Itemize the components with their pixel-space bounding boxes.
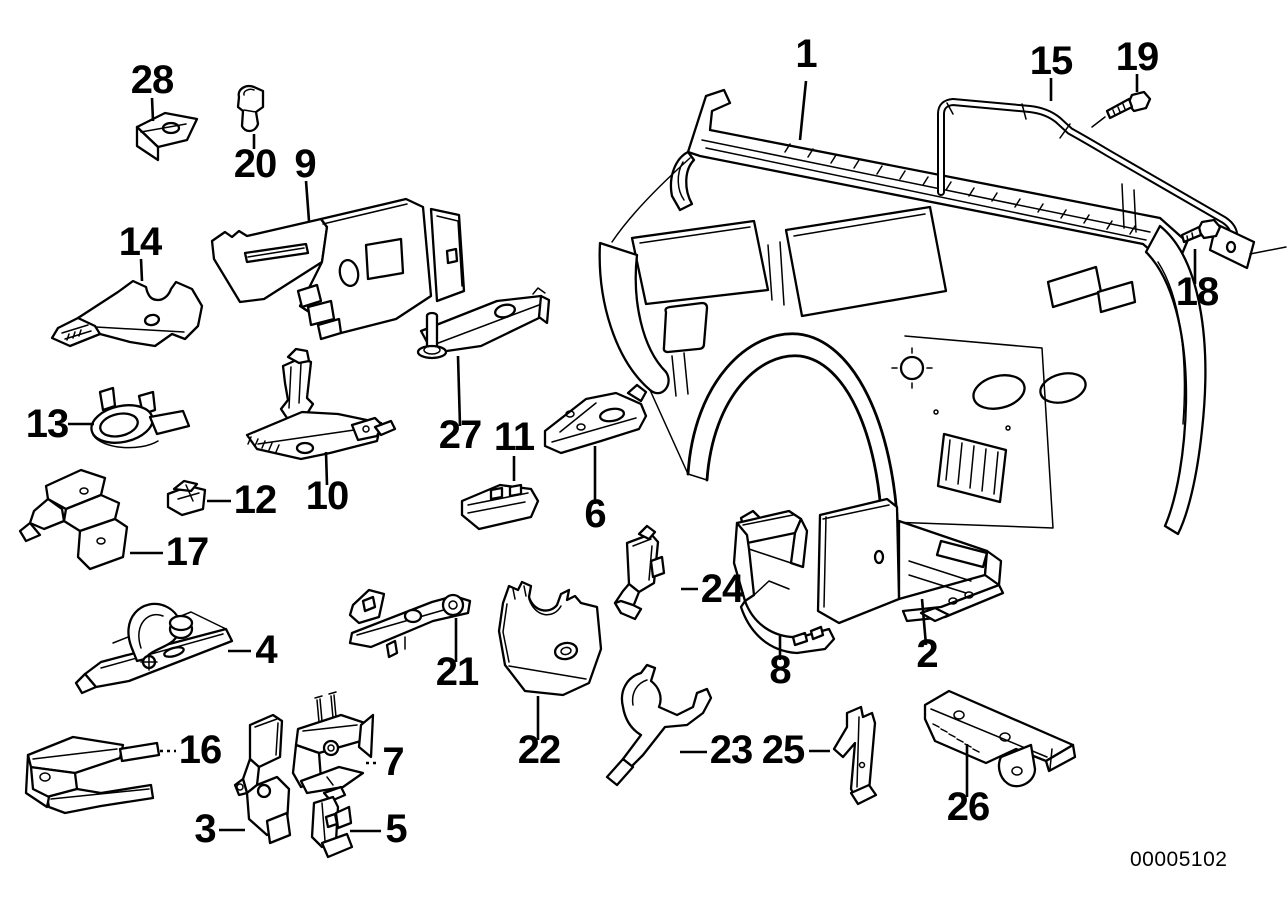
- part-1-dash-panel-drawing: [598, 88, 1207, 536]
- diagram-code: 00005102: [1130, 848, 1227, 871]
- part-21-drawing: [348, 588, 472, 659]
- callout-label-25: 25: [762, 728, 805, 772]
- part-14-drawing: [50, 279, 204, 348]
- part-10-drawing: [245, 347, 397, 461]
- callout-label-8: 8: [769, 648, 791, 692]
- part-12-drawing: [166, 479, 207, 517]
- callout-label-18: 18: [1176, 270, 1219, 314]
- part-11-drawing: [460, 483, 540, 531]
- callout-leader-14: [139, 258, 144, 282]
- part-28-drawing: [135, 111, 199, 162]
- callout-leader-9: [304, 180, 311, 222]
- callout-label-11: 11: [494, 415, 535, 459]
- part-7-drawing: [291, 691, 375, 795]
- callout-label-20: 20: [234, 142, 277, 186]
- callout-label-28: 28: [131, 58, 174, 102]
- part-3-drawing: [233, 713, 292, 845]
- part-15-pipe-drawing: [937, 98, 1287, 270]
- part-16-drawing: [24, 735, 161, 815]
- callout-label-24: 24: [701, 567, 745, 611]
- callout-label-19: 19: [1116, 35, 1159, 79]
- callout-label-17: 17: [166, 530, 209, 574]
- callout-label-3: 3: [194, 807, 215, 851]
- part-25-drawing: [832, 705, 878, 806]
- callout-label-16: 16: [179, 728, 222, 772]
- callout-label-10: 10: [306, 474, 349, 518]
- callout-label-5: 5: [385, 807, 407, 851]
- part-18-screw-drawing: [1180, 218, 1222, 244]
- callout-label-7: 7: [382, 740, 403, 784]
- part-23-drawing: [605, 663, 713, 787]
- callout-label-26: 26: [947, 785, 990, 829]
- callout-label-6: 6: [584, 492, 605, 536]
- part-4-drawing: [74, 602, 234, 695]
- callout-leader-27: [456, 355, 462, 427]
- part-24-drawing: [613, 524, 666, 621]
- part-20-drawing: [236, 85, 265, 133]
- callout-leader-10: [324, 451, 329, 486]
- part-8-drawing: [732, 509, 836, 655]
- part-27-drawing: [416, 287, 551, 360]
- callout-label-14: 14: [119, 220, 163, 264]
- part-2-drawing: [816, 497, 1005, 625]
- callout-label-23: 23: [710, 728, 753, 772]
- part-5-drawing: [310, 785, 354, 859]
- callout-leader-28: [150, 97, 155, 122]
- part-9-drawing: [210, 197, 466, 341]
- part-19-screw-drawing: [1091, 90, 1152, 128]
- callout-leader-2: [920, 598, 928, 646]
- callout-label-12: 12: [234, 478, 277, 522]
- callout-label-4: 4: [255, 628, 278, 672]
- callout-label-27: 27: [439, 413, 482, 457]
- callout-leader-1: [798, 80, 808, 141]
- part-17-drawing: [18, 468, 129, 571]
- callout-label-1: 1: [795, 32, 817, 76]
- callout-label-22: 22: [518, 728, 561, 772]
- callout-label-21: 21: [436, 650, 479, 694]
- part-22-drawing: [497, 580, 603, 697]
- callout-label-2: 2: [916, 632, 937, 676]
- callout-label-13: 13: [26, 402, 69, 446]
- callout-label-15: 15: [1030, 39, 1073, 83]
- part-13-drawing: [90, 386, 191, 449]
- part-26-drawing: [923, 689, 1077, 788]
- callout-label-9: 9: [294, 142, 315, 186]
- part-6-drawing: [543, 383, 648, 455]
